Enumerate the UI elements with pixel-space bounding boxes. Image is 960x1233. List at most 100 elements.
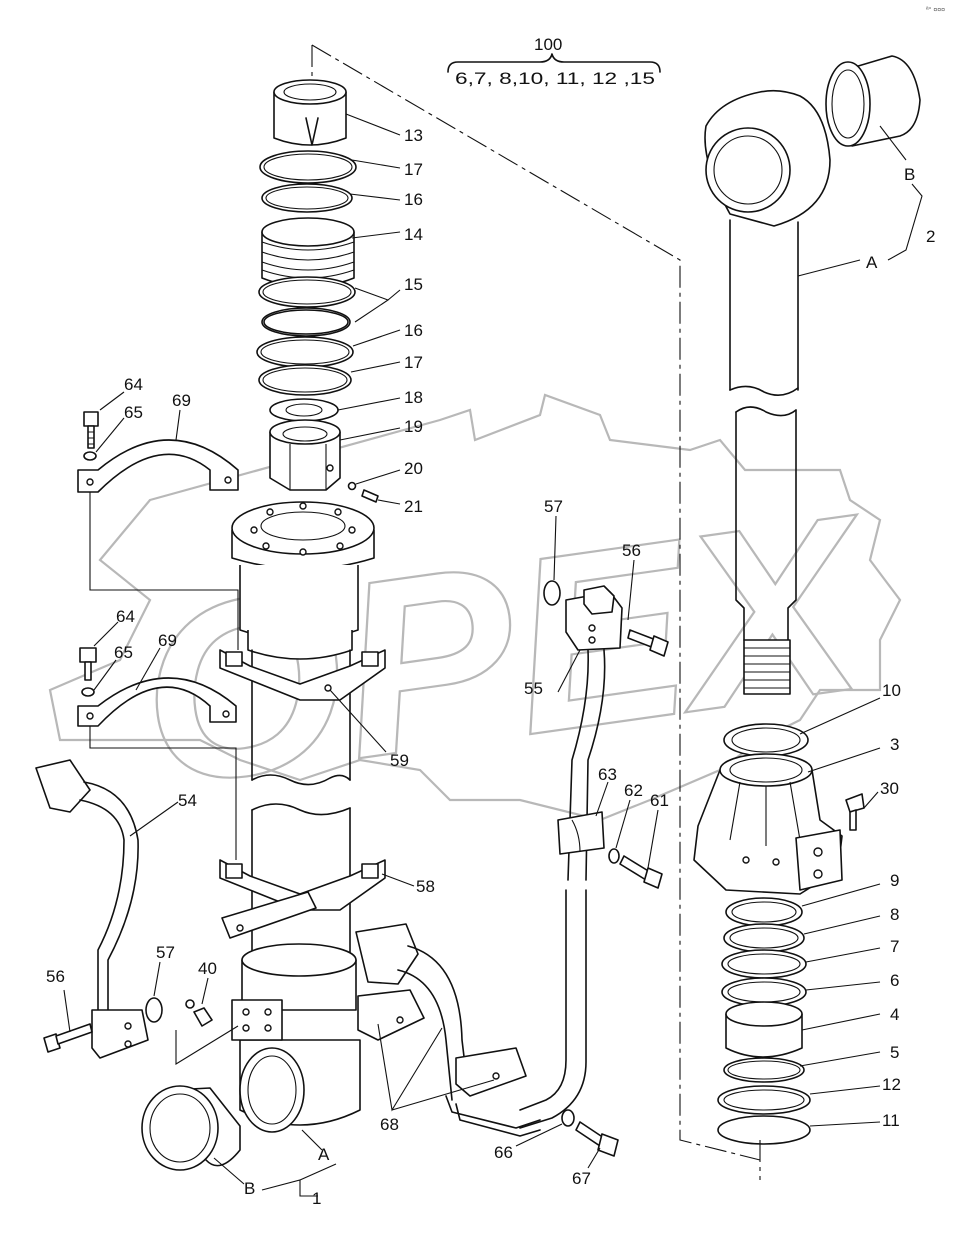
washer-62 bbox=[608, 848, 620, 864]
callout-A-upper: A bbox=[866, 253, 878, 272]
callout-58: 58 bbox=[416, 877, 435, 896]
callout-65-upper: 65 bbox=[124, 403, 143, 422]
callout-17-bottom: 17 bbox=[404, 353, 423, 372]
bushing-4 bbox=[725, 1001, 803, 1058]
clamp-band-lower bbox=[219, 859, 386, 939]
clamp-69-upper bbox=[77, 439, 239, 493]
backup-ring-12 bbox=[717, 1085, 811, 1115]
callout-13: 13 bbox=[404, 126, 423, 145]
callout-64-lower: 64 bbox=[116, 607, 135, 626]
washer-65-lower bbox=[81, 687, 95, 697]
callout-10: 10 bbox=[882, 681, 901, 700]
callout-68: 68 bbox=[380, 1115, 399, 1134]
bolt-67 bbox=[575, 1121, 619, 1157]
washer-65-upper bbox=[83, 451, 97, 461]
callout-16-top: 16 bbox=[404, 190, 423, 209]
callout-18: 18 bbox=[404, 388, 423, 407]
washer-18 bbox=[269, 398, 339, 422]
cylinder-tube-upper bbox=[239, 565, 359, 786]
callout-1: 1 bbox=[312, 1189, 321, 1208]
callout-65-lower: 65 bbox=[114, 643, 133, 662]
callout-54: 54 bbox=[178, 791, 197, 810]
callout-30: 30 bbox=[880, 779, 899, 798]
callout-3: 3 bbox=[890, 735, 899, 754]
callout-17-top: 17 bbox=[404, 160, 423, 179]
callout-57-upper: 57 bbox=[544, 497, 563, 516]
callout-40: 40 bbox=[198, 959, 217, 978]
callout-56-upper: 56 bbox=[622, 541, 641, 560]
callout-11: 11 bbox=[882, 1111, 900, 1130]
callout-62: 62 bbox=[624, 781, 643, 800]
callout-2: 2 bbox=[926, 227, 935, 246]
pipe-55-lower bbox=[519, 889, 587, 1129]
piston-13 bbox=[273, 79, 347, 146]
callout-56-lower: 56 bbox=[46, 967, 65, 986]
bolt-56-upper bbox=[627, 629, 669, 657]
set-screw-21 bbox=[361, 489, 379, 503]
bolt-61 bbox=[619, 855, 663, 889]
ring-17-bottom bbox=[258, 364, 352, 396]
callout-59: 59 bbox=[390, 751, 409, 770]
callout-7: 7 bbox=[890, 937, 899, 956]
ring-7 bbox=[721, 949, 807, 979]
watermark-gear bbox=[48, 393, 902, 822]
clamp-band-upper bbox=[219, 649, 386, 701]
callout-63: 63 bbox=[598, 765, 617, 784]
group-100-brace bbox=[447, 53, 661, 73]
bolt-56-lower bbox=[43, 1023, 93, 1053]
callout-69-upper: 69 bbox=[172, 391, 191, 410]
callout-69-lower: 69 bbox=[158, 631, 177, 650]
callout-8: 8 bbox=[890, 905, 899, 924]
callout-12: 12 bbox=[882, 1075, 901, 1094]
group-100-members: 6,7, 8,10, 11, 12 ,15 bbox=[455, 69, 655, 88]
ring-16-top bbox=[261, 183, 353, 213]
ball-20 bbox=[347, 481, 357, 491]
cylinder-head-3 bbox=[693, 753, 843, 895]
bolt-64-lower bbox=[79, 647, 97, 681]
callout-66: 66 bbox=[494, 1143, 513, 1162]
nut-19 bbox=[269, 419, 341, 491]
washer-66 bbox=[561, 1109, 575, 1127]
callout-21: 21 bbox=[404, 497, 423, 516]
ring-16-bottom bbox=[256, 336, 354, 368]
callout-A-lower: A bbox=[318, 1145, 330, 1164]
group-100-label: 100 bbox=[534, 35, 562, 54]
callout-B-lower: B bbox=[244, 1179, 255, 1198]
cylinder-bottom-clevis bbox=[231, 943, 361, 1133]
snap-ring-5 bbox=[723, 1057, 805, 1083]
callout-61: 61 bbox=[650, 791, 669, 810]
rod-A-lower bbox=[735, 406, 797, 695]
rod-eye-A bbox=[704, 89, 831, 227]
callout-55: 55 bbox=[524, 679, 543, 698]
callout-64-upper: 64 bbox=[124, 375, 143, 394]
bolt-64-upper bbox=[83, 411, 99, 449]
rod-A-upper bbox=[729, 219, 799, 396]
callout-16-bottom: 16 bbox=[404, 321, 423, 340]
pipe-68 bbox=[355, 923, 541, 1137]
callout-14: 14 bbox=[404, 225, 423, 244]
seal-9 bbox=[725, 897, 803, 927]
callout-5: 5 bbox=[890, 1043, 899, 1062]
pipe-55 bbox=[567, 649, 606, 881]
leader-40 bbox=[175, 1025, 239, 1065]
callout-15: 15 bbox=[404, 275, 423, 294]
oring-11 bbox=[717, 1115, 811, 1145]
ring-10 bbox=[723, 723, 809, 757]
oring-57-lower bbox=[145, 997, 163, 1023]
fitting-40 bbox=[185, 999, 213, 1027]
pipe-block-upper bbox=[565, 585, 623, 651]
ring-8 bbox=[723, 923, 805, 953]
callout-19: 19 bbox=[404, 417, 423, 436]
callout-6: 6 bbox=[890, 971, 899, 990]
callout-9: 9 bbox=[890, 871, 899, 890]
callout-20: 20 bbox=[404, 459, 423, 478]
pipe-54 bbox=[35, 759, 149, 1059]
ring-17-top bbox=[259, 150, 357, 184]
callout-4: 4 bbox=[890, 1005, 899, 1024]
callout-B-upper: B bbox=[904, 165, 915, 184]
oring-57-upper bbox=[543, 580, 561, 606]
bushing-B-lower bbox=[141, 1085, 241, 1171]
corner-mark: ª° ¤¤¤ bbox=[926, 6, 945, 14]
seal-15 bbox=[258, 276, 356, 337]
